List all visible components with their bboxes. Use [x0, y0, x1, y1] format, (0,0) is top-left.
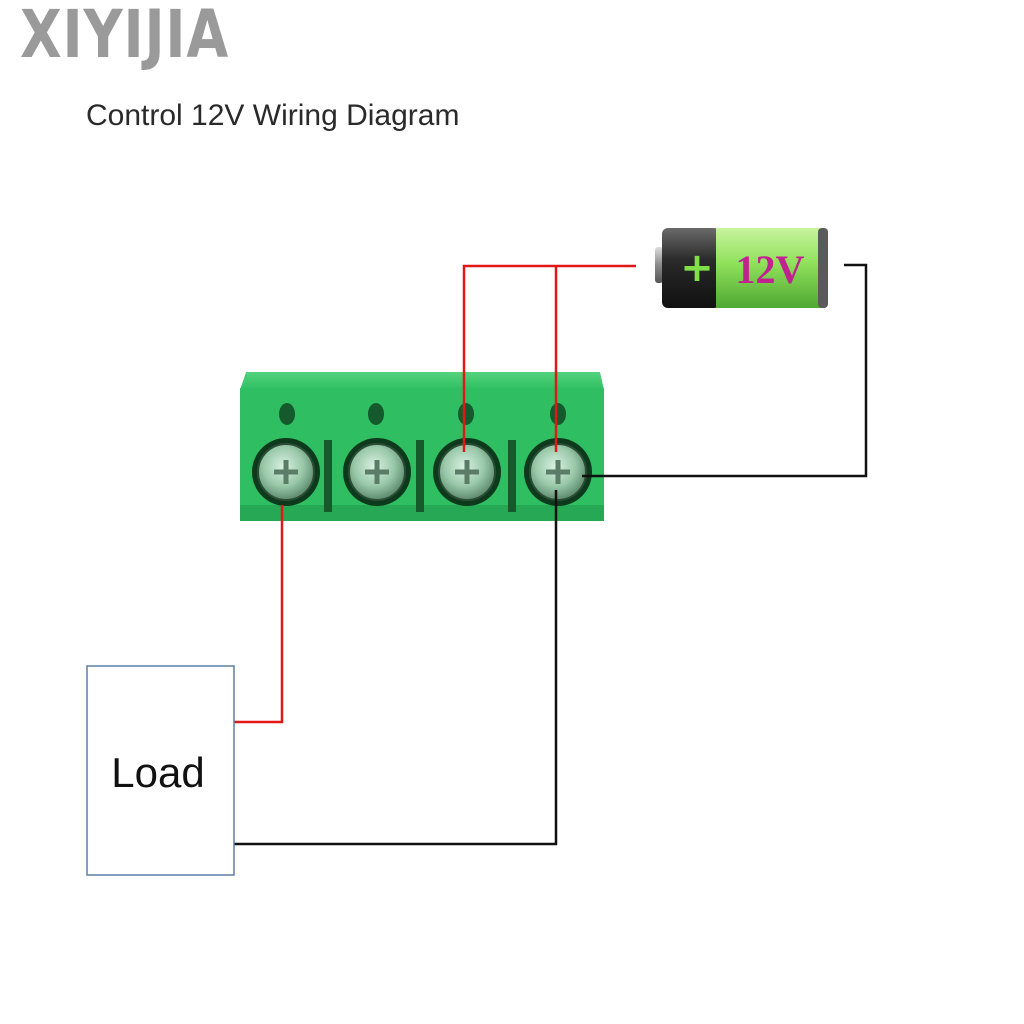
red-wire-battery-to-terminal-3 — [462, 264, 636, 452]
screw-4 — [524, 438, 592, 506]
battery-body — [716, 228, 824, 308]
screw-1 — [252, 438, 320, 506]
terminal-block-top — [240, 372, 604, 390]
battery-tip — [655, 247, 663, 283]
terminal-separator-2 — [416, 440, 424, 512]
wire-hole-3 — [458, 403, 474, 425]
screw-2 — [343, 438, 411, 506]
battery-cap — [662, 228, 720, 308]
wire-hole-1 — [279, 403, 295, 425]
battery-label: 12V — [736, 247, 805, 292]
negative-wires — [234, 263, 868, 846]
black-wire-battery-to-terminal-4 — [582, 263, 868, 478]
load-box: Load — [86, 665, 235, 876]
terminal-separator-3 — [508, 440, 516, 512]
positive-wires — [234, 264, 636, 724]
diagram-title: Control 12V Wiring Diagram — [86, 99, 460, 132]
battery-end — [818, 228, 828, 308]
battery-plus-icon: + — [680, 245, 714, 291]
battery-12v: + 12V — [655, 228, 828, 308]
load-box-frame — [86, 665, 235, 876]
screw-3 — [433, 438, 501, 506]
load-label: Load — [111, 749, 204, 796]
brand-logo: XIYIJIA — [20, 0, 230, 73]
terminal-block — [240, 372, 604, 521]
red-wire-terminal-1-to-load — [234, 505, 284, 724]
wire-hole-2 — [368, 403, 384, 425]
wire-hole-4 — [550, 403, 566, 425]
black-wire-terminal-4-to-load — [234, 490, 558, 846]
terminal-separator-1 — [324, 440, 332, 512]
